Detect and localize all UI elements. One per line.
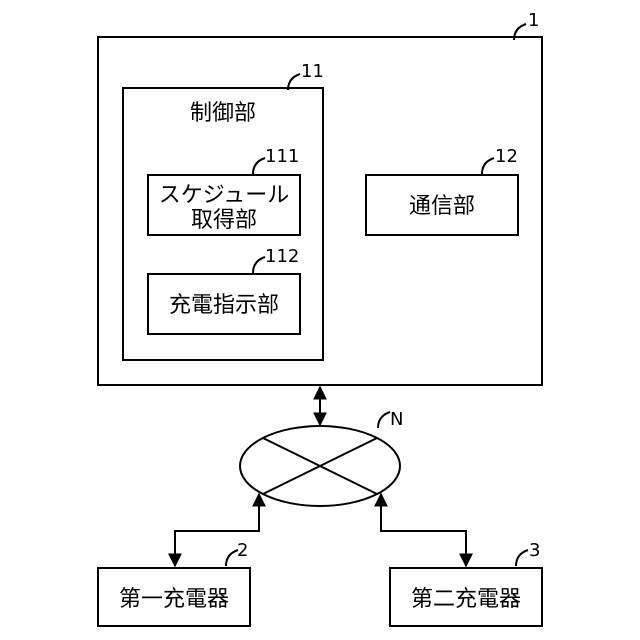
control-unit-label: 制御部 bbox=[190, 101, 256, 126]
communication-ref-leader bbox=[482, 158, 494, 174]
charge-instruction-label: 充電指示部 bbox=[169, 293, 279, 318]
communication-ref: 12 bbox=[495, 146, 518, 167]
charger1-ref: 2 bbox=[237, 540, 248, 561]
arrow-network-charger2 bbox=[381, 494, 466, 566]
schedule-acquisition-label-line2: 取得部 bbox=[191, 208, 257, 233]
communication-label: 通信部 bbox=[409, 194, 475, 219]
schedule-acquisition-label-line1: スケジュール bbox=[159, 183, 289, 208]
charger2-ref: 3 bbox=[529, 540, 540, 561]
charger2-ref-leader bbox=[516, 550, 528, 566]
system-ref: 1 bbox=[528, 10, 539, 31]
charge-instruction-ref-leader bbox=[253, 257, 265, 273]
system-box bbox=[98, 37, 542, 385]
schedule-ref-leader bbox=[253, 158, 265, 174]
network-ref: N bbox=[390, 409, 403, 430]
charger1-label: 第一充電器 bbox=[119, 587, 229, 612]
network-ref-leader bbox=[378, 412, 390, 428]
schedule-ref: 111 bbox=[265, 146, 299, 167]
charger2-label: 第二充電器 bbox=[411, 587, 521, 612]
control-ref: 11 bbox=[301, 61, 324, 82]
charge-instruction-ref: 112 bbox=[265, 246, 299, 267]
